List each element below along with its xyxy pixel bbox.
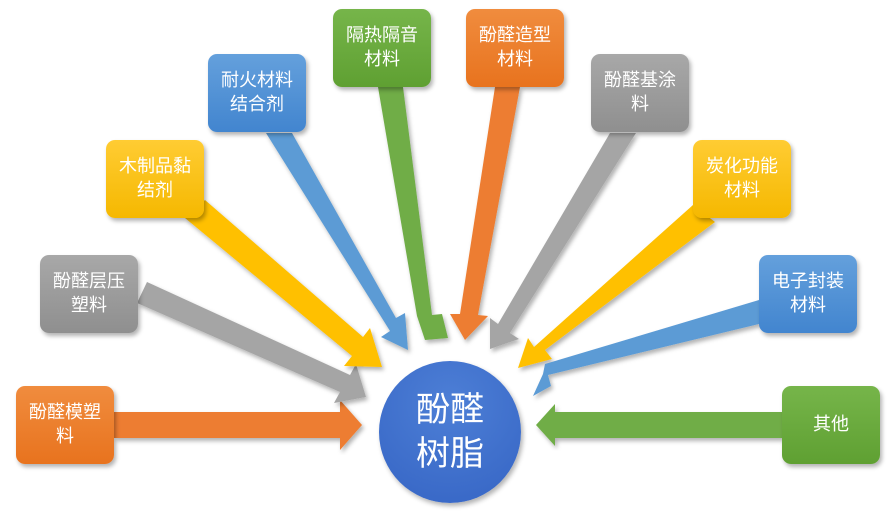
arrow-coating [490, 133, 636, 349]
node-laminate: 酚醛层压塑料 [40, 255, 138, 333]
node-label: 木制品黏结剂 [119, 156, 191, 201]
node-label: 酚醛造型材料 [479, 25, 551, 70]
arrow-molding [114, 400, 362, 450]
arrow-other [536, 404, 782, 446]
node-wood-adhesive: 木制品黏结剂 [106, 140, 204, 218]
node-insulation: 隔热隔音材料 [333, 9, 431, 87]
hub-label-line2: 树脂 [416, 434, 484, 474]
node-label: 电子封装材料 [772, 271, 844, 316]
node-label: 炭化功能材料 [706, 156, 778, 201]
arrow-wood-adhesive [185, 200, 382, 367]
node-electronic-packaging: 电子封装材料 [759, 255, 857, 333]
node-label: 酚醛基涂料 [604, 70, 676, 115]
node-label: 耐火材料结合剂 [221, 70, 293, 115]
arrow-insulation [378, 87, 448, 340]
arrow-carbonized [518, 205, 715, 368]
node-label: 酚醛模塑料 [29, 402, 101, 447]
arrow-shaping [450, 87, 520, 340]
arrow-refractory-binder [266, 133, 408, 350]
node-refractory-binder: 耐火材料结合剂 [208, 54, 306, 132]
hub-phenolic-resin: 酚醛 树脂 [379, 361, 521, 503]
arrow-electronic-packaging [533, 300, 759, 396]
node-shaping: 酚醛造型材料 [466, 9, 564, 87]
node-molding: 酚醛模塑料 [16, 386, 114, 464]
node-coating: 酚醛基涂料 [591, 54, 689, 132]
hub-label-line1: 酚醛 [416, 390, 484, 430]
node-label: 酚醛层压塑料 [53, 271, 125, 316]
arrow-laminate [137, 282, 366, 403]
node-label: 其他 [813, 414, 849, 435]
node-carbonized: 炭化功能材料 [693, 140, 791, 218]
node-label: 隔热隔音材料 [346, 25, 418, 70]
node-other: 其他 [782, 386, 880, 464]
